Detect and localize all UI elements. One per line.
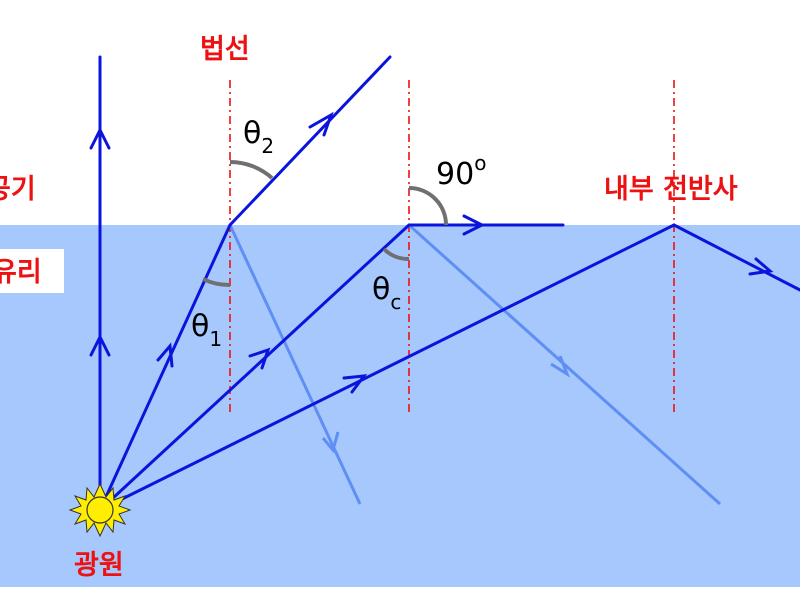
air-label: 공기 xyxy=(0,174,36,205)
ninety-degree-arc xyxy=(408,186,448,226)
total-internal-reflection-label: 내부 전반사 xyxy=(604,174,738,205)
normal-label: 법선 xyxy=(200,34,250,65)
theta2-label: θ2 xyxy=(243,116,274,158)
glass-region xyxy=(0,225,800,587)
partial-reflection-1 xyxy=(228,224,362,505)
refracted-ray xyxy=(98,55,392,512)
sun-icon xyxy=(68,482,132,538)
light-source-label: 광원 xyxy=(74,550,124,581)
theta2-arc xyxy=(229,159,274,180)
theta1-arc xyxy=(202,277,231,288)
partial-reflection-2 xyxy=(407,223,722,506)
ninety-degree-label: 90o xyxy=(436,151,486,192)
glass-label: 유리 xyxy=(0,257,42,288)
vertical-ray xyxy=(89,55,111,512)
critical-angle-ray xyxy=(98,214,565,512)
air-label-box xyxy=(0,168,62,208)
critical-angle-label: θc xyxy=(372,272,401,314)
total-internal-reflection-ray xyxy=(98,223,800,512)
theta1-label: θ1 xyxy=(191,309,222,351)
glass-label-box xyxy=(0,249,64,293)
critical-angle-arc xyxy=(382,247,410,262)
